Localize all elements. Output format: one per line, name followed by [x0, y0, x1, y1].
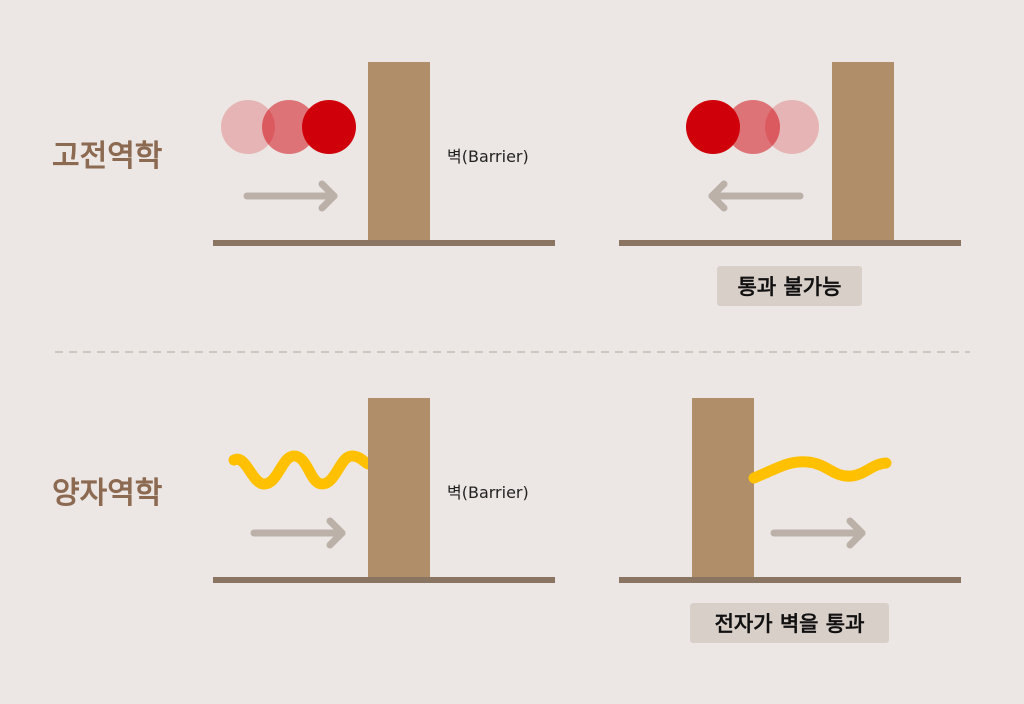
classical-right-panel: 통과 불가능: [619, 62, 961, 306]
ground-line: [619, 240, 961, 246]
barrier: [832, 62, 894, 242]
particle: [686, 100, 740, 154]
ground-line: [213, 577, 555, 583]
arrow-left-icon: [708, 180, 804, 212]
particle: [302, 100, 356, 154]
result-tag: [690, 603, 889, 643]
tunneled-wave: [748, 456, 892, 484]
result-label: 통과 불가능: [738, 275, 842, 299]
quantum-right-panel: 전자가 벽을 통과: [619, 398, 961, 643]
particle-ghost-2: [726, 100, 780, 154]
particle-ghost-1: [221, 100, 275, 154]
particle-ghost-1: [765, 100, 819, 154]
classical-title: 고전역학: [52, 139, 163, 174]
particle-ghost-2: [262, 100, 316, 154]
quantum-section: 양자역학 벽(Barrier) 전자가 벽을 통과: [52, 398, 961, 643]
barrier: [692, 398, 754, 578]
result-tag: [717, 266, 862, 306]
arrow-right-icon: [250, 517, 346, 549]
classical-section: 고전역학 벽(Barrier) 통과 불가능: [52, 62, 961, 306]
arrow-right-icon: [770, 517, 866, 549]
ground-line: [213, 240, 555, 246]
result-label: 전자가 벽을 통과: [715, 612, 865, 636]
barrier: [368, 398, 430, 578]
barrier-label: 벽(Barrier): [447, 483, 529, 502]
ground-line: [619, 577, 961, 583]
arrow-right-icon: [243, 180, 338, 212]
quantum-title: 양자역학: [52, 476, 163, 511]
classical-left-panel: 벽(Barrier): [213, 62, 555, 246]
barrier: [368, 62, 430, 242]
wave-function: [228, 450, 374, 490]
barrier-label: 벽(Barrier): [447, 147, 529, 166]
quantum-left-panel: 벽(Barrier): [213, 398, 555, 583]
